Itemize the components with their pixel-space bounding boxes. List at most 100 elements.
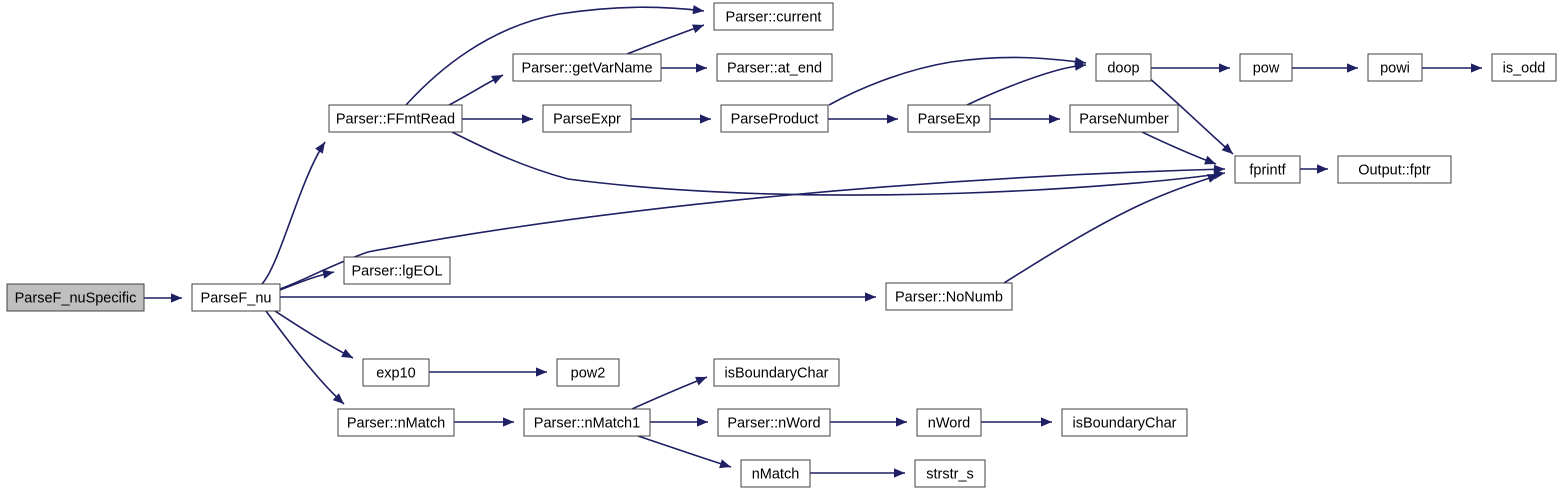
edge-arrowhead	[894, 468, 905, 478]
node-label: Parser::lgEOL	[351, 263, 442, 279]
graph-node-exp10[interactable]: exp10	[362, 358, 430, 387]
edge-arrowhead	[896, 417, 907, 427]
edge-arrowhead	[692, 5, 704, 15]
graph-node-parseExp[interactable]: ParseExp	[907, 104, 991, 133]
call-edge	[451, 131, 1226, 196]
call-edge	[637, 435, 732, 469]
node-box[interactable]	[916, 408, 982, 437]
graph-node-lgEOL[interactable]: Parser::lgEOL	[343, 256, 451, 285]
node-box[interactable]	[1069, 104, 1179, 133]
edge-line	[274, 310, 354, 359]
call-edge	[661, 63, 707, 73]
node-label: Parser::getVarName	[521, 60, 652, 76]
node-box[interactable]	[542, 104, 632, 133]
call-edge	[261, 141, 326, 285]
nodes-layer: ParseF_nuSpecific ParseF_nu Parser::FFmtRe…	[6, 2, 1557, 488]
graph-node-nWord[interactable]: nWord	[916, 408, 982, 437]
node-label: Parser::nMatch	[347, 415, 445, 431]
call-edge	[1151, 63, 1230, 73]
edge-line	[1003, 174, 1220, 284]
graph-node-parseF_nuSpecific[interactable]: ParseF_nuSpecific	[6, 283, 145, 312]
graph-node-pow[interactable]: pow	[1239, 53, 1293, 82]
edge-arrowhead	[491, 75, 503, 85]
node-box[interactable]	[362, 358, 430, 387]
edge-arrowhead	[700, 114, 711, 124]
graph-node-nMatch[interactable]: nMatch	[740, 459, 811, 488]
graph-node-noNumb[interactable]: Parser::NoNumb	[885, 282, 1013, 311]
call-edge	[144, 293, 182, 303]
call-edge	[448, 74, 504, 106]
graph-node-strstr_s[interactable]: strstr_s	[914, 459, 986, 488]
graph-node-parserNMatch[interactable]: Parser::nMatch	[337, 408, 455, 437]
node-box[interactable]	[191, 283, 281, 312]
edge-arrowhead	[315, 142, 325, 154]
node-box[interactable]	[717, 408, 831, 437]
graph-node-parseNumber[interactable]: ParseNumber	[1069, 104, 1179, 133]
node-box[interactable]	[713, 358, 840, 387]
graph-node-isBoundaryChar2[interactable]: isBoundaryChar	[1061, 408, 1188, 437]
graph-node-powi[interactable]: powi	[1367, 53, 1423, 82]
node-box[interactable]	[328, 104, 463, 133]
node-box[interactable]	[343, 256, 451, 285]
node-box[interactable]	[337, 408, 455, 437]
graph-node-pow2[interactable]: pow2	[556, 358, 620, 387]
graph-node-parseProduct[interactable]: ParseProduct	[720, 104, 829, 133]
call-edge	[830, 417, 907, 427]
node-label: pow2	[571, 365, 606, 381]
node-box[interactable]	[716, 53, 833, 82]
node-box[interactable]	[1337, 155, 1452, 184]
node-box[interactable]	[1491, 53, 1557, 82]
call-edge	[405, 5, 705, 106]
graph-node-isBoundaryChar1[interactable]: isBoundaryChar	[713, 358, 840, 387]
edge-arrowhead	[1471, 63, 1482, 73]
node-box[interactable]	[556, 358, 620, 387]
node-box[interactable]	[1234, 155, 1301, 184]
node-label: nWord	[928, 415, 970, 431]
node-box[interactable]	[720, 104, 829, 133]
edge-line	[637, 435, 732, 468]
edge-arrowhead	[696, 63, 707, 73]
graph-node-nMatch1[interactable]: Parser::nMatch1	[523, 408, 651, 437]
node-label: doop	[1107, 60, 1139, 76]
graph-node-doop[interactable]: doop	[1095, 53, 1152, 82]
graph-node-ffmtRead[interactable]: Parser::FFmtRead	[328, 104, 463, 133]
node-box[interactable]	[1367, 53, 1423, 82]
graph-node-getVarName[interactable]: Parser::getVarName	[512, 53, 662, 82]
node-box[interactable]	[907, 104, 991, 133]
call-edge	[1141, 131, 1217, 165]
node-box[interactable]	[6, 283, 145, 312]
call-edge	[626, 24, 705, 55]
node-box[interactable]	[713, 2, 834, 31]
graph-node-parserNWord[interactable]: Parser::nWord	[717, 408, 831, 437]
node-box[interactable]	[1061, 408, 1188, 437]
node-label: isBoundaryChar	[1073, 415, 1177, 431]
node-box[interactable]	[1239, 53, 1293, 82]
edge-arrowhead	[695, 376, 707, 386]
graph-node-outputFptr[interactable]: Output::fptr	[1337, 155, 1452, 184]
node-label: ParseExpr	[553, 111, 621, 127]
graph-node-at_end[interactable]: Parser::at_end	[716, 53, 833, 82]
node-box[interactable]	[512, 53, 662, 82]
edge-line	[265, 310, 345, 405]
graph-node-current[interactable]: Parser::current	[713, 2, 834, 31]
node-label: Parser::nMatch1	[534, 415, 640, 431]
node-box[interactable]	[914, 459, 986, 488]
call-edge	[990, 114, 1060, 124]
node-box[interactable]	[885, 282, 1013, 311]
edge-arrowhead	[865, 292, 876, 302]
edge-arrowhead	[1204, 155, 1216, 165]
node-box[interactable]	[523, 408, 651, 437]
node-label: exp10	[376, 365, 416, 381]
node-label: Parser::current	[726, 9, 822, 25]
graph-node-fprintf[interactable]: fprintf	[1234, 155, 1301, 184]
node-box[interactable]	[1095, 53, 1152, 82]
node-box[interactable]	[740, 459, 811, 488]
graph-node-is_odd[interactable]: is_odd	[1491, 53, 1557, 82]
graph-node-parseF_nu[interactable]: ParseF_nu	[191, 283, 281, 312]
graph-node-parseExpr[interactable]: ParseExpr	[542, 104, 632, 133]
node-label: pow	[1253, 60, 1280, 76]
node-label: ParseProduct	[731, 111, 819, 127]
call-edge	[1292, 63, 1358, 73]
edge-arrowhead	[692, 24, 704, 34]
